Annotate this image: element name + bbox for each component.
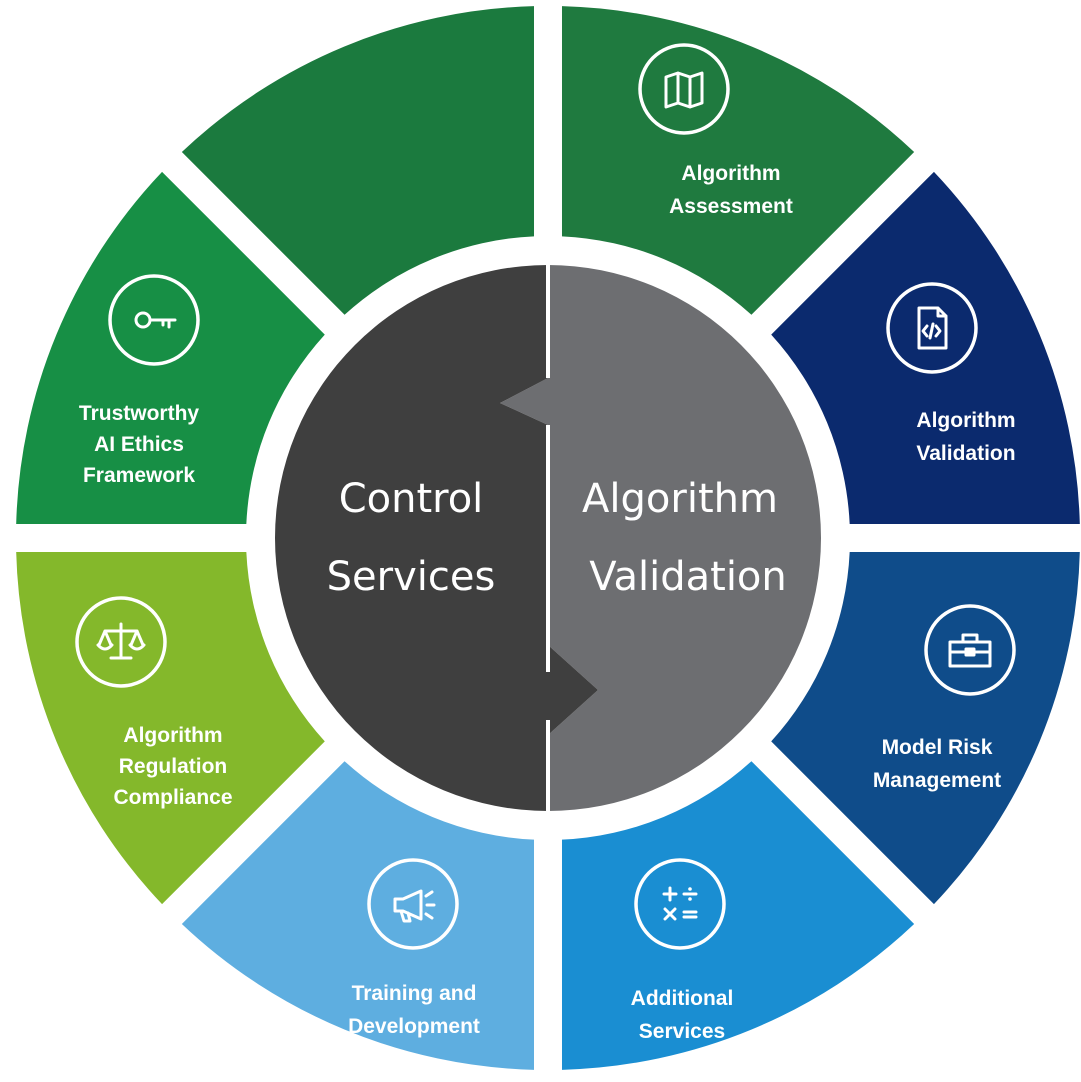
segment-shape <box>771 551 1080 905</box>
segment-label-line: Additional <box>631 987 734 1010</box>
segment-label-line: Regulation <box>119 755 228 778</box>
segment-label-line: Algorithm <box>123 724 222 747</box>
center-half-control-services <box>275 265 598 811</box>
center-half-algorithm-validation <box>500 265 821 811</box>
segment-label-line: Validation <box>916 442 1015 465</box>
center-left-line-1: Control <box>339 476 484 522</box>
outer-ring: Algorithm ControlsFrameworkAlgorithmAsse… <box>16 6 1080 1070</box>
segment-label-line: Model Risk <box>882 736 993 759</box>
center-circle: Control Services Algorithm Validation <box>275 262 821 812</box>
center-right-line-1: Algorithm <box>582 476 778 522</box>
center-right-line-2: Validation <box>589 554 787 600</box>
segment-label-line: Training and <box>352 982 477 1005</box>
segment-label-line: Algorithm <box>681 162 780 185</box>
segment-shape <box>16 551 325 905</box>
segment-label-line: Development <box>348 1015 480 1038</box>
segment-shape <box>561 6 915 315</box>
segment-label-line: Compliance <box>113 786 232 809</box>
center-left-line-2: Services <box>327 554 496 600</box>
megaphone-icon <box>367 858 459 950</box>
scales-icon <box>75 596 167 688</box>
segment-shape <box>181 6 535 315</box>
key-icon <box>108 274 200 366</box>
segment-label-line: Services <box>639 1020 725 1043</box>
segment-shape <box>181 761 535 1070</box>
code-file-icon <box>886 282 978 374</box>
segment-label-line: Framework <box>83 464 195 487</box>
briefcase-icon <box>924 604 1016 696</box>
segment-shape <box>16 171 325 525</box>
calculator-icon <box>634 858 726 950</box>
segment-label-line: Algorithm <box>916 409 1015 432</box>
segment-label-line: Management <box>873 769 1001 792</box>
segment-label-line: AI Ethics <box>94 433 184 456</box>
segment-shape <box>561 761 915 1070</box>
segment-label-line: Trustworthy <box>79 402 199 425</box>
map-icon <box>638 43 730 135</box>
segment-label-line: Assessment <box>669 195 793 218</box>
